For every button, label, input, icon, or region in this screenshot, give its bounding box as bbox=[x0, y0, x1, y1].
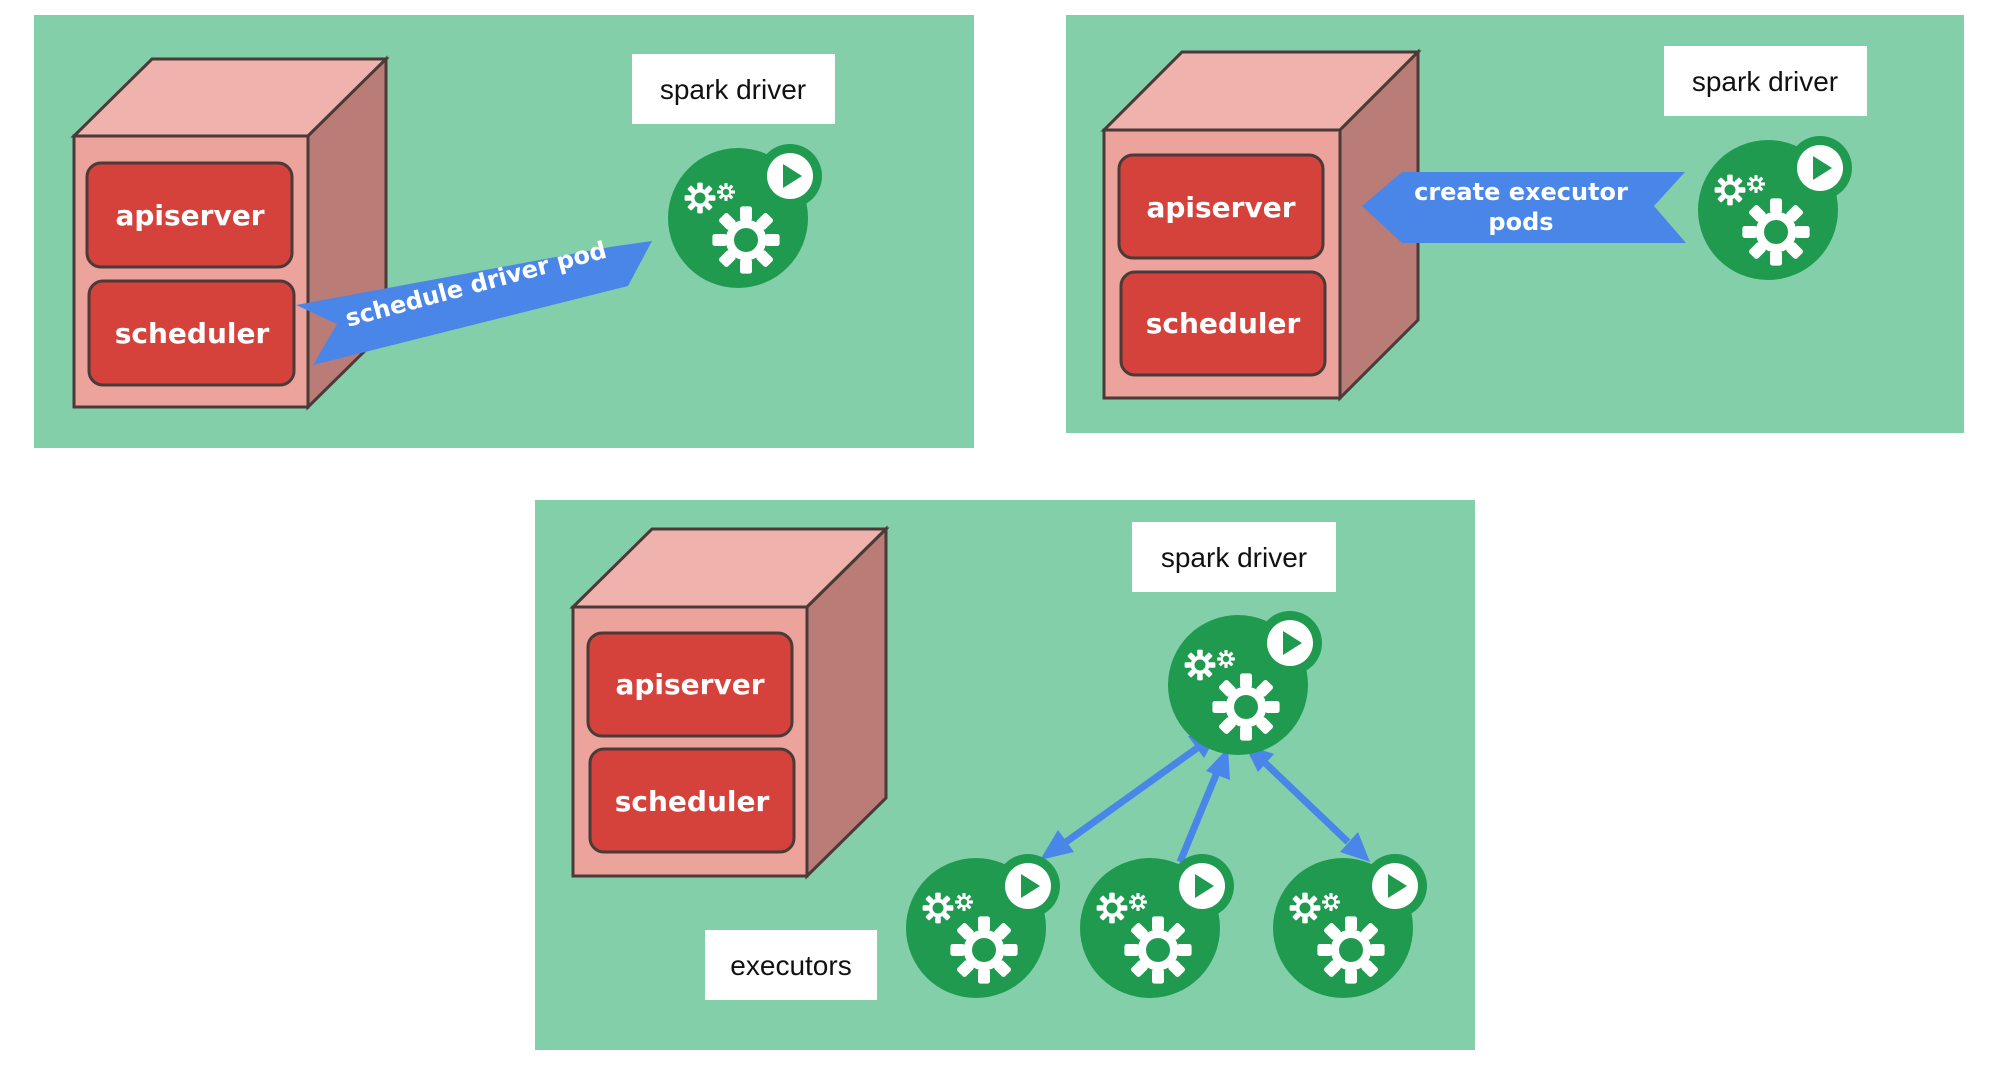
panel-create-executors: apiserver scheduler create executor pods… bbox=[1066, 15, 1964, 433]
scheduler-box: scheduler bbox=[1119, 270, 1327, 377]
driver-label-box: spark driver bbox=[1132, 522, 1336, 592]
apiserver-label: apiserver bbox=[1146, 191, 1295, 224]
apiserver-label: apiserver bbox=[115, 199, 264, 232]
create-executor-arrow: create executor pods bbox=[1362, 172, 1686, 243]
apiserver-label: apiserver bbox=[615, 668, 764, 701]
arrow-to-executor-3 bbox=[1259, 757, 1351, 845]
panel-schedule-driver: apiserver scheduler schedule driver pod … bbox=[34, 15, 974, 448]
spark-driver-label: spark driver bbox=[660, 74, 806, 105]
executors-label: executors bbox=[730, 950, 851, 981]
scheduler-label: scheduler bbox=[1146, 307, 1301, 340]
arrow-label-line1: create executor bbox=[1414, 178, 1628, 206]
arrow-to-executor-2 bbox=[1176, 768, 1222, 864]
apiserver-box: apiserver bbox=[1117, 153, 1325, 260]
spark-driver-label: spark driver bbox=[1692, 66, 1838, 97]
driver-label-box: spark driver bbox=[632, 54, 835, 124]
executors-label-box: executors bbox=[705, 930, 877, 1000]
scheduler-box: scheduler bbox=[87, 279, 296, 387]
scheduler-label: scheduler bbox=[115, 317, 270, 350]
driver-label-box: spark driver bbox=[1664, 46, 1867, 116]
panel-executors-running: apiserver scheduler spark driver executo bbox=[535, 500, 1475, 1050]
arrow-label-line2: pods bbox=[1488, 208, 1553, 236]
scheduler-label: scheduler bbox=[615, 785, 770, 818]
spark-driver-label: spark driver bbox=[1161, 542, 1307, 573]
arrowhead bbox=[1340, 832, 1370, 862]
apiserver-box: apiserver bbox=[85, 161, 294, 269]
arrowhead bbox=[1206, 748, 1230, 780]
arrowhead bbox=[1040, 830, 1074, 860]
apiserver-box: apiserver bbox=[586, 631, 794, 738]
arrow-to-executor-1 bbox=[1063, 743, 1203, 845]
scheduler-box: scheduler bbox=[588, 747, 796, 854]
